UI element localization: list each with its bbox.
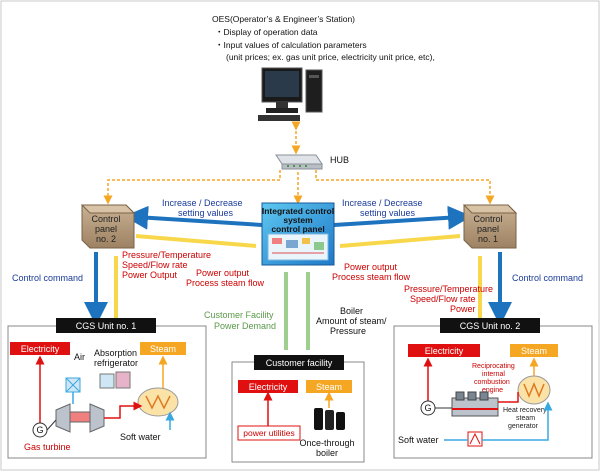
unit1-title: CGS Unit no. 1: [76, 321, 137, 331]
cgs-unit-1: CGS Unit no. 1 Electricity Steam Air Abs…: [7, 318, 207, 459]
once-through-boiler-icon: [314, 408, 345, 430]
unit2-electricity: Electricity: [425, 346, 464, 356]
left-control-command: Control command: [12, 273, 83, 283]
left-data-arrow: [135, 234, 257, 248]
right-data-arrow: [339, 234, 461, 248]
right-incdec-1: Increase / Decrease: [342, 198, 423, 208]
customer-title: Customer facility: [266, 358, 333, 368]
cp2-line-2: panel: [95, 224, 117, 234]
unit2-heat-exchanger-icon: [467, 431, 483, 447]
unit2-electricity-box: [408, 344, 480, 357]
boiler-label-3: Pressure: [330, 326, 366, 336]
ic-line-2: system: [283, 215, 313, 225]
right-pressure-3: Power: [450, 304, 476, 314]
customer-power-demand-1: Customer Facility: [204, 310, 274, 320]
cgs-unit-2: CGS Unit no. 2 Electricity Steam Recipro…: [393, 318, 593, 459]
ic-line-1: Integrated control: [262, 206, 334, 216]
oes-bullet-2: ・Input values of calculation parameters: [215, 40, 367, 50]
left-pressure-3: Power Output: [122, 270, 178, 280]
customer-electricity: Electricity: [249, 382, 288, 392]
boiler-label-2: Amount of steam/: [316, 316, 387, 326]
customer-title-bar: [254, 355, 344, 370]
unit2-generator: G: [424, 403, 431, 413]
unit2-engine-3: combustion: [474, 379, 510, 386]
unit2-engine-1: Reciprocating: [472, 363, 515, 370]
right-control-command: Control command: [512, 273, 583, 283]
customer-power-utilities: power utilities: [243, 428, 295, 438]
right-process-steam: Process steam flow: [332, 272, 411, 282]
right-pressure-2: Speed/Flow rate: [410, 294, 476, 304]
computer-icon: [258, 67, 323, 121]
unit2-hrsg-icon: [517, 375, 551, 405]
unit1-hrsg-icon: [137, 387, 179, 417]
unit1-generator: G: [36, 425, 43, 435]
unit2-steam: Steam: [521, 346, 547, 356]
oes-bullet-3: (unit prices; ex. gas unit price, electr…: [226, 52, 435, 62]
power-utilities-box: [237, 425, 301, 441]
left-incdec-1: Increase / Decrease: [162, 198, 243, 208]
unit1-title-bar: [56, 318, 156, 333]
unit2-soft-water: Soft water: [398, 435, 439, 445]
unit1-electricity: Electricity: [21, 344, 60, 354]
left-setting-arrow: [124, 205, 263, 230]
cp1-line-1: Control: [473, 214, 502, 224]
unit1-air: Air: [74, 352, 85, 362]
oes-title: OES(Operator’s & Engineer’s Station): [212, 14, 355, 24]
unit2-steam-box: [510, 344, 558, 357]
unit2-engine-4: engine: [482, 387, 503, 394]
unit1-absorption-1: Absorption: [94, 348, 137, 358]
right-power-output: Power output: [344, 262, 398, 272]
customer-steam-box: [306, 380, 352, 393]
customer-frame: [231, 361, 365, 463]
customer-facility: Customer facility Electricity Steam powe…: [231, 355, 365, 463]
oes-bullet-1: ・Display of operation data: [215, 27, 318, 37]
cp1-line-3: no. 1: [478, 234, 498, 244]
unit2-engine-2: internal: [482, 371, 505, 378]
cp1-line-2: panel: [477, 224, 499, 234]
right-incdec-2: setting values: [360, 208, 416, 218]
unit1-steam: Steam: [150, 344, 176, 354]
unit2-hrsg-2: steam: [516, 415, 535, 422]
control-panel-2: Control panel no. 2: [80, 204, 136, 249]
customer-electricity-box: [238, 380, 298, 393]
control-panel-1: Control panel no. 1: [462, 204, 518, 249]
right-pressure-1: Pressure/Temperature: [404, 284, 493, 294]
unit2-title: CGS Unit no. 2: [460, 321, 521, 331]
customer-boiler-1: Once-through: [299, 438, 354, 448]
oes-text: OES(Operator’s & Engineer’s Station) ・Di…: [212, 14, 435, 62]
reciprocating-engine-icon: [451, 391, 499, 417]
cp2-line-3: no. 2: [96, 234, 116, 244]
left-power-output: Power output: [196, 268, 250, 278]
unit1-soft-water: Soft water: [120, 432, 161, 442]
unit1-electricity-box: [10, 342, 70, 355]
right-setting-arrow: [333, 205, 472, 230]
customer-power-demand-2: Power Demand: [214, 321, 276, 331]
hub-label: HUB: [330, 155, 349, 165]
unit2-title-bar: [440, 318, 540, 333]
unit1-steam-box: [140, 342, 186, 355]
gas-turbine-icon: [55, 403, 105, 433]
customer-steam: Steam: [316, 382, 342, 392]
left-process-steam: Process steam flow: [186, 278, 265, 288]
ic-line-3: control panel: [271, 224, 324, 234]
customer-boiler-2: boiler: [316, 448, 338, 458]
unit2-hrsg-3: generator: [508, 423, 539, 430]
left-pressure-1: Pressure/Temperature: [122, 250, 211, 260]
integrated-control-panel: Integrated control system control panel: [261, 202, 335, 266]
cp2-line-1: Control: [91, 214, 120, 224]
left-incdec-2: setting values: [178, 208, 234, 218]
boiler-label-1: Boiler: [340, 306, 363, 316]
hub-network-links: [103, 170, 495, 205]
unit2-hrsg-1: Heat recovery: [503, 407, 547, 414]
left-pressure-2: Speed/Flow rate: [122, 260, 188, 270]
unit1-absorption-2: refrigerator: [94, 358, 138, 368]
hub-icon: [275, 154, 323, 170]
unit1-gas-turbine: Gas turbine: [24, 442, 71, 452]
